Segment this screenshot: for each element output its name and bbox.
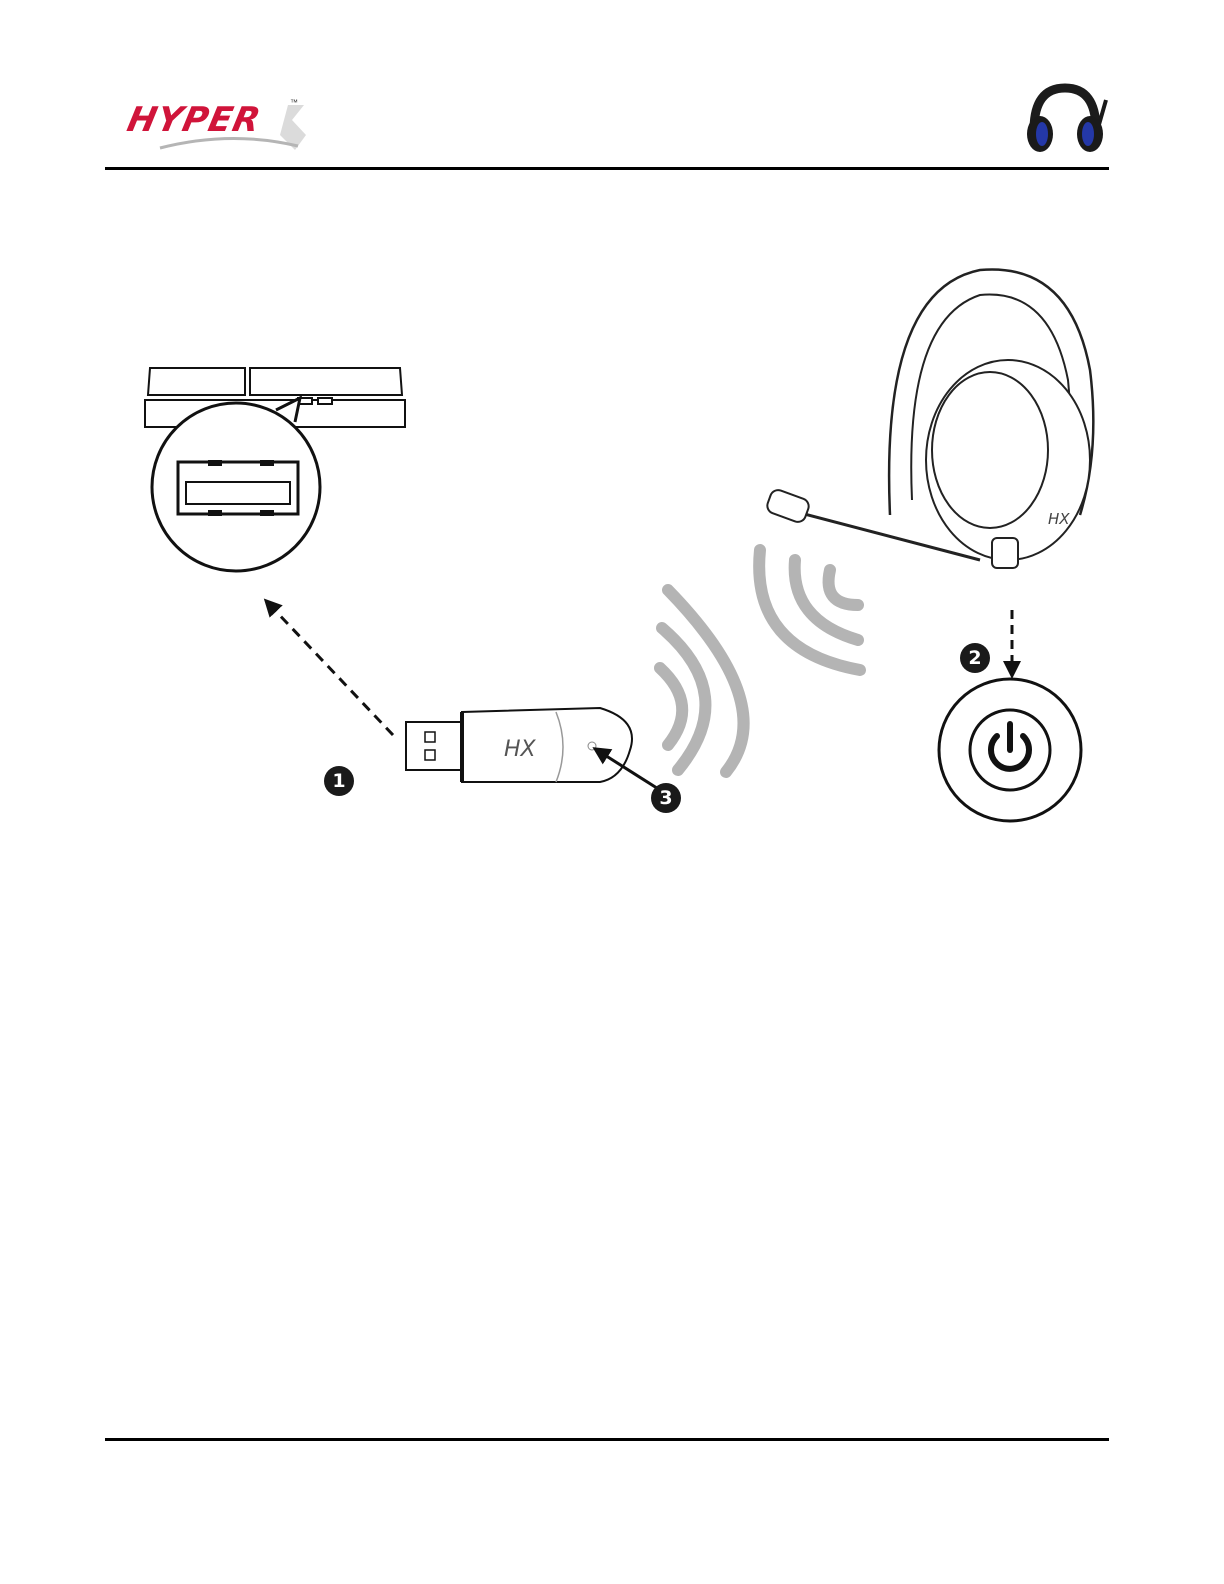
svg-text:HX: HX bbox=[504, 737, 537, 762]
setup-illustration: HX HX bbox=[100, 250, 1120, 850]
logo-swoosh-icon bbox=[120, 90, 320, 160]
hyperx-logo: HYPER ™ bbox=[120, 90, 320, 160]
power-button-icon bbox=[939, 679, 1081, 821]
step-3-badge: 3 bbox=[651, 783, 681, 813]
wireless-signal-icon bbox=[660, 550, 860, 772]
step-1-badge: 1 bbox=[324, 766, 354, 796]
headset-icon bbox=[1020, 80, 1110, 160]
usb-wireless-adapter-icon: HX bbox=[406, 708, 632, 782]
header-divider bbox=[105, 167, 1109, 170]
step-2-badge: 2 bbox=[960, 643, 990, 673]
wireless-headset-icon: HX bbox=[765, 269, 1093, 568]
footer-divider bbox=[105, 1438, 1109, 1441]
svg-text:HX: HX bbox=[1048, 510, 1070, 528]
insert-arrow bbox=[270, 605, 393, 735]
